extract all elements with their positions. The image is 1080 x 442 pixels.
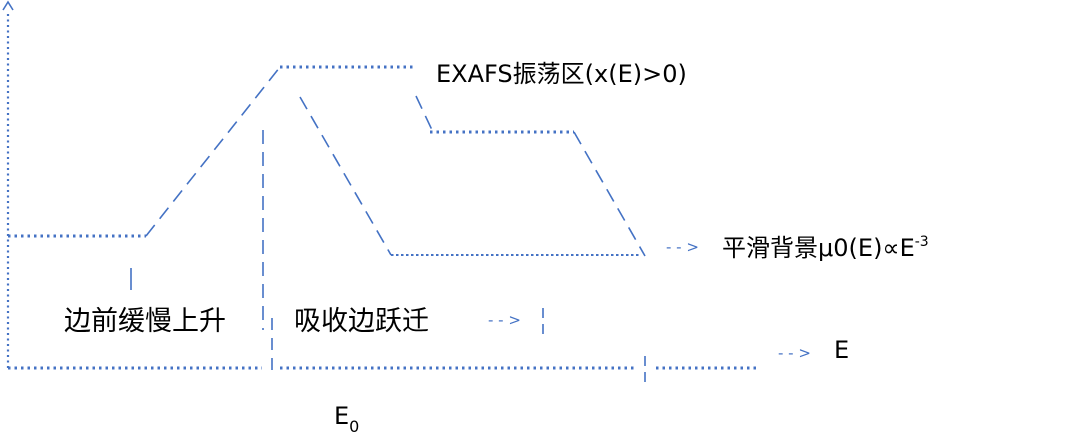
absorption-curve (8, 65, 646, 257)
exafs-decline (573, 131, 646, 257)
y-axis-arrowhead (2, 0, 14, 11)
e0-label: E0 (334, 402, 359, 436)
x-axis-arrow: - - > (778, 344, 811, 362)
pre-edge-label: 边前缓慢上升 (64, 306, 226, 337)
background-decline (299, 96, 392, 256)
background-label-group: - - > 平滑背景μ0(E)∝E-3 (666, 234, 929, 262)
markers (130, 130, 646, 384)
exafs-step-down (415, 95, 433, 131)
edge-rise (145, 66, 281, 237)
background-label: 平滑背景μ0(E)∝E-3 (722, 234, 929, 262)
exafs-region-label: EXAFS振荡区(x(E)>0) (436, 60, 687, 88)
x-axis-label-group: - - > E (778, 336, 849, 364)
background-label-exponent: -3 (915, 234, 929, 250)
background-curve (299, 96, 640, 256)
edge-jump-label-group: 吸收边跃迁 - - > (294, 306, 521, 337)
x-axis-label: E (834, 336, 849, 364)
e0-label-subscript: 0 (349, 417, 359, 436)
background-label-main: 平滑背景μ0(E)∝E (722, 234, 915, 262)
edge-jump-label: 吸收边跃迁 (294, 306, 429, 337)
edge-jump-arrow: - - > (488, 311, 521, 329)
e0-label-main: E (334, 402, 349, 430)
y-axis (2, 0, 14, 368)
background-arrow: - - > (666, 238, 699, 256)
